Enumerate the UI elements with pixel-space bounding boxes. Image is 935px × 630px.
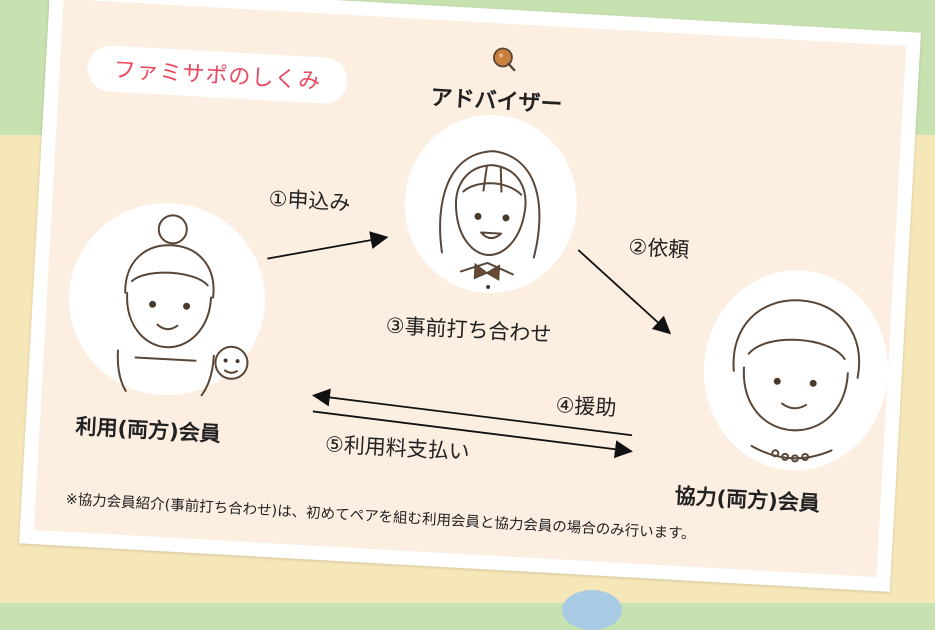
helper-illustration	[732, 299, 861, 463]
step-request: ②依頼	[627, 234, 690, 263]
flow-arrows	[267, 231, 672, 459]
arrow-support	[311, 388, 633, 437]
user-illustration	[116, 214, 249, 397]
background-decoration	[562, 590, 622, 630]
step-support: ④援助	[554, 392, 618, 421]
arrow-request	[577, 249, 672, 335]
arrow-apply	[267, 231, 389, 260]
advisor-illustration	[439, 150, 541, 290]
step-apply: ①申込み	[268, 186, 352, 216]
diagram-card: ファミサポのしくみ アドバイザー	[19, 0, 921, 592]
diagram-panel: ファミサポのしくみ アドバイザー	[33, 0, 907, 578]
magnifier-icon	[493, 47, 516, 72]
arrow-payment	[312, 410, 633, 459]
